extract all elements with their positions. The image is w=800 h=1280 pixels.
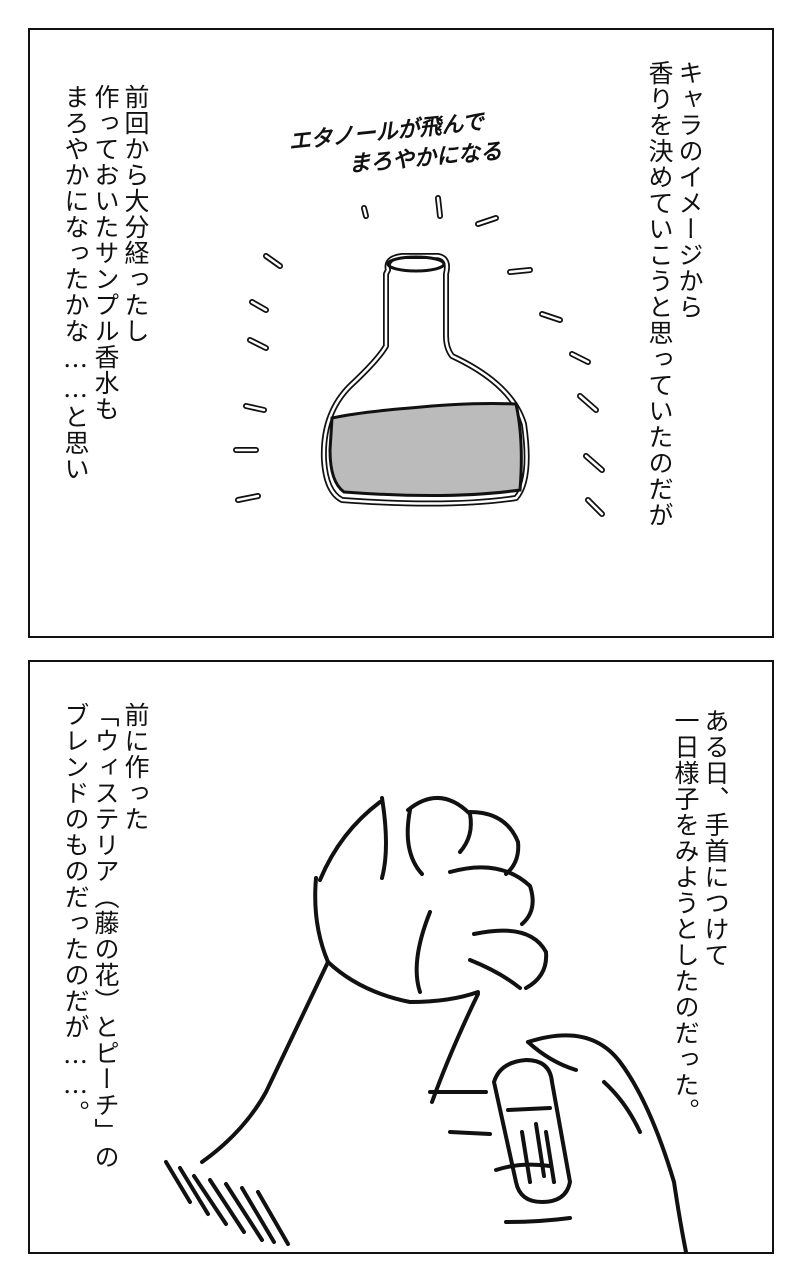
narration-left-line-2: 作っておいたサンプル香水も [91, 84, 120, 422]
narration-left-line-3: ブレンドのものだったのだが……。 [61, 702, 90, 1126]
narration-right-line-1: ある日、手首につけて [701, 708, 730, 968]
narration-right-line-2: 一日様子をみようとしたのだった。 [671, 708, 700, 1124]
narration-right-line-2: 香りを決めていこうと思っていたのだが [645, 60, 674, 528]
narration-left-line-3: まろやかになったかな……と思い [61, 84, 90, 482]
perfume-bottle-illustration [233, 195, 605, 517]
comic-panel-2: ある日、手首につけて 一日様子をみようとしたのだった。 前に作った 「ウィステリ… [28, 660, 774, 1254]
narration-left-line-1: 前回から大分経ったし [121, 84, 150, 344]
comic-panel-1: エタノールが飛んで まろやかになる キャラのイメージから 香りを決めていこうと思… [28, 28, 774, 638]
narration-left-line-1: 前に作った [121, 702, 150, 832]
narration-right-line-1: キャラのイメージから [675, 60, 704, 320]
wrist-and-bottle-illustration [164, 795, 688, 1252]
narration-left-line-2: 「ウィステリア（藤の花）とピーチ」の [91, 702, 120, 1170]
